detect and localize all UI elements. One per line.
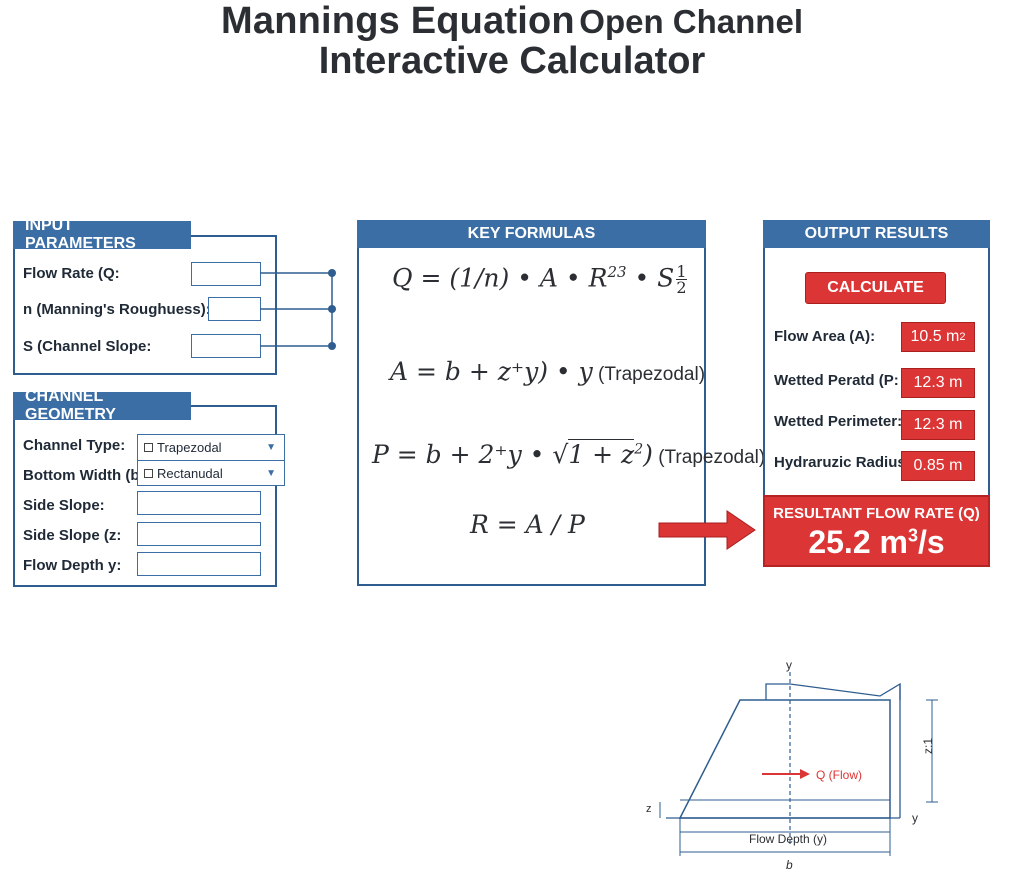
chevron-down-icon: ▼ [266, 442, 276, 453]
page-title: Mannings Equation Open Channel [0, 0, 1024, 43]
wetted-perimeter-value: 12.3 m [901, 410, 975, 440]
input-connector-lines [260, 269, 336, 350]
diagram-y-top-label: y [786, 658, 792, 672]
output-results-header: OUTPUT RESULTS [763, 220, 990, 248]
diagram-flow-depth-label: Flow Depth (y) [749, 832, 827, 846]
diagram-y-right-label: y [912, 811, 918, 825]
connector-dot [328, 305, 336, 313]
chevron-down-icon: ▼ [266, 467, 276, 479]
wetted-perimeter-label: Wetted Perimeter: [774, 413, 903, 430]
channel-slope-input[interactable] [191, 334, 261, 358]
water-surface-line [765, 682, 901, 700]
side-slope-z-input[interactable] [137, 522, 261, 546]
key-formulas-header: KEY FORMULAS [357, 220, 706, 248]
wetted-peratd-label: Wetted Peratd (P: [774, 372, 899, 389]
formula-perimeter: P = b + 2⁺y • √1 + z2) (Trapezodal) [372, 439, 766, 469]
checkbox-icon [144, 443, 153, 452]
channel-slope-label: S (Channel Slope: [23, 338, 152, 355]
hydraulic-radius-value: 0.85 m [901, 451, 975, 481]
bottom-width-select[interactable]: Rectanudal ▼ [137, 460, 285, 486]
flow-depth-input[interactable] [137, 552, 261, 576]
checkbox-icon [144, 468, 153, 478]
input-parameters-header: INPUT PARAMETERS [13, 217, 191, 252]
title-part2: Open Channel [579, 3, 803, 40]
result-arrow-icon [658, 510, 756, 550]
bottom-width-value: Rectanudal [157, 465, 223, 481]
side-slope-z-label: Side Slope (z: [23, 527, 122, 544]
flow-area-label: Flow Area (A): [774, 328, 876, 345]
channel-cross-section-diagram: y z:1 Q (Flow) z y Flow Depth (y) b [646, 658, 938, 871]
manning-n-input[interactable] [208, 297, 261, 321]
channel-type-value: Trapezodal [157, 440, 222, 455]
side-slope-label: Side Slope: [23, 497, 105, 514]
channel-type-select[interactable]: Trapezodal ▼ [137, 434, 285, 460]
resultant-flow-rate-label: RESULTANT FLOW RATE (Q) [773, 505, 980, 522]
manning-n-label: n (Manning's Roughuess): [23, 301, 211, 318]
diagram-flow-label: Q (Flow) [816, 768, 862, 782]
resultant-flow-rate-value: 25.2 m3/s [808, 524, 945, 560]
flow-arrow-head [800, 769, 810, 779]
diagram-b-label: b [786, 858, 793, 871]
key-formulas-panel [357, 220, 706, 586]
channel-type-label: Channel Type: [23, 437, 126, 454]
title-part1: Mannings Equation [221, 0, 575, 42]
diagram-z-ratio-label: z:1 [921, 738, 935, 754]
formula-hydraulic-radius: R = A / P [470, 510, 585, 539]
formula-area: A = b + z⁺y) • y (Trapezodal) [390, 357, 706, 386]
bottom-width-label: Bottom Width (b: [23, 467, 145, 484]
diagram-z-left-label: z [646, 803, 652, 815]
flow-rate-label: Flow Rate (Q: [23, 265, 120, 282]
flow-depth-label: Flow Depth y: [23, 557, 122, 574]
resultant-flow-rate-box: RESULTANT FLOW RATE (Q) 25.2 m3/s [763, 495, 990, 567]
calculate-button[interactable]: CALCULATE [805, 272, 946, 304]
connector-dot [328, 269, 336, 277]
channel-geometry-header: CHANNEL GEOMETRY [13, 388, 191, 423]
hydraulic-radius-label: Hydraruzic Radius: [774, 454, 911, 471]
flow-rate-input[interactable] [191, 262, 261, 286]
side-slope-input[interactable] [137, 491, 261, 515]
wetted-peratd-value: 12.3 m [901, 368, 975, 398]
connector-dot [328, 342, 336, 350]
page-subtitle: Interactive Calculator [318, 40, 706, 82]
